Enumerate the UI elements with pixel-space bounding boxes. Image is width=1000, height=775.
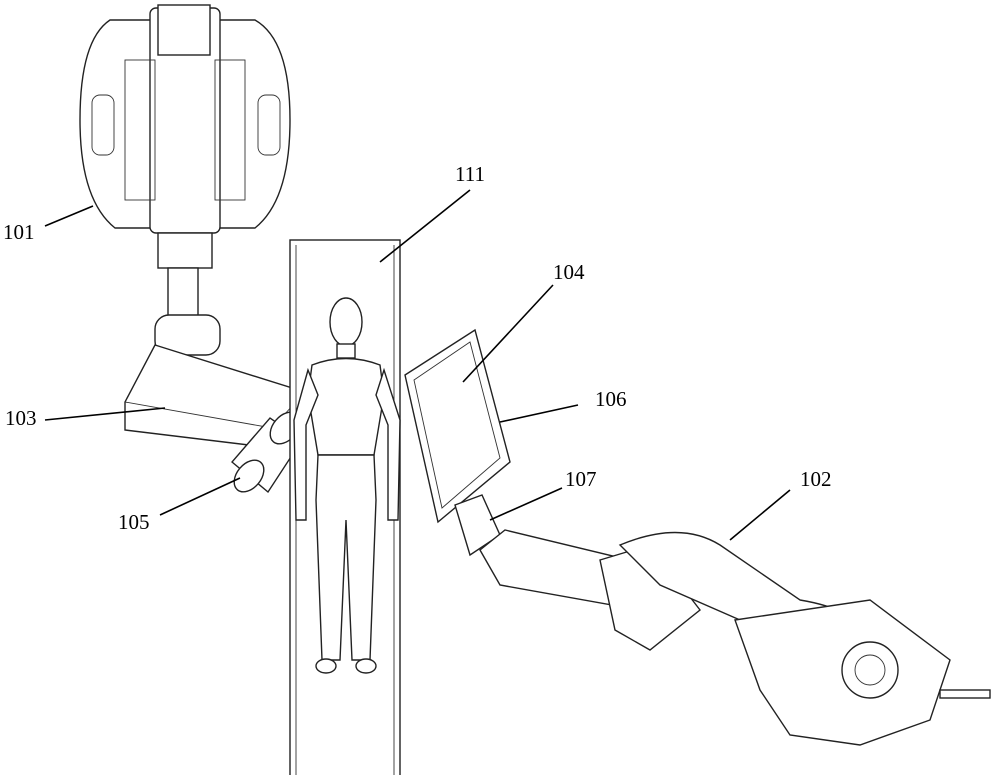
label-102: 102 (800, 467, 832, 491)
collimator-105 (231, 411, 303, 494)
robot-101 (79, 4, 291, 356)
label-104: 104 (553, 260, 585, 284)
detector-plate-104 (404, 328, 511, 524)
label-105: 105 (118, 510, 150, 534)
label-101: 101 (3, 220, 35, 244)
label-103: 103 (5, 406, 37, 430)
human-figure (293, 297, 401, 674)
robot-102 (454, 494, 991, 746)
leader-lines (44, 189, 791, 541)
label-111: 111 (455, 162, 485, 186)
label-106: 106 (595, 387, 627, 411)
label-107: 107 (565, 467, 597, 491)
